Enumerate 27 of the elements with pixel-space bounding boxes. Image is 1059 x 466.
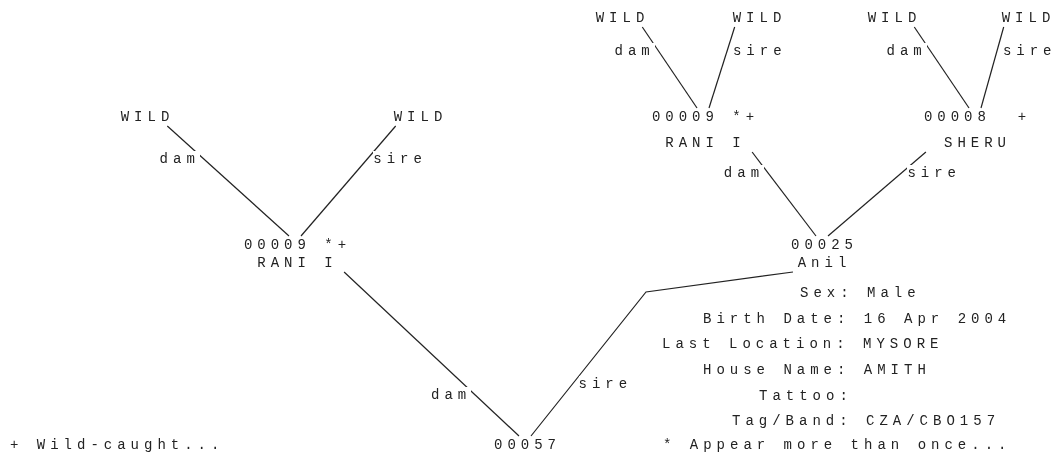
pedigree-entry: 00009 *+ RANI I <box>243 236 352 272</box>
pedigree-line <box>641 26 698 109</box>
pedigree-entry: WILD <box>393 108 448 126</box>
animal-detail: House Name: AMITH <box>703 361 931 379</box>
pedigree-line <box>166 125 290 237</box>
pedigree-entry: WILD <box>1001 9 1056 27</box>
pedigree-entry: WILD <box>120 108 175 126</box>
footnote: + Wild-caught... <box>10 436 225 454</box>
pedigree-line <box>708 26 736 109</box>
pedigree-line <box>913 26 970 109</box>
pedigree-line <box>343 271 520 437</box>
pedigree-line <box>827 151 927 237</box>
animal-detail: Tag/Band: CZA/CBO157 <box>732 412 1001 430</box>
pedigree-entry: WILD <box>867 9 922 27</box>
animal-detail: Birth Date: 16 Apr 2004 <box>703 310 1012 328</box>
pedigree-line <box>751 151 817 237</box>
pedigree-line <box>980 26 1005 109</box>
pedigree-entry: 00025 Anil <box>791 236 858 272</box>
pedigree-line <box>530 271 794 437</box>
animal-detail: Last Location: MYSORE <box>662 335 944 353</box>
pedigree-entry: WILD <box>595 9 650 27</box>
animal-detail: Tattoo: <box>759 387 853 405</box>
pedigree-line <box>300 125 397 237</box>
pedigree-entry: WILD <box>732 9 787 27</box>
pedigree-entry: 00057 <box>494 436 561 454</box>
footnote: * Appear more than once... <box>663 436 1012 454</box>
animal-detail: Sex: Male <box>800 284 921 302</box>
